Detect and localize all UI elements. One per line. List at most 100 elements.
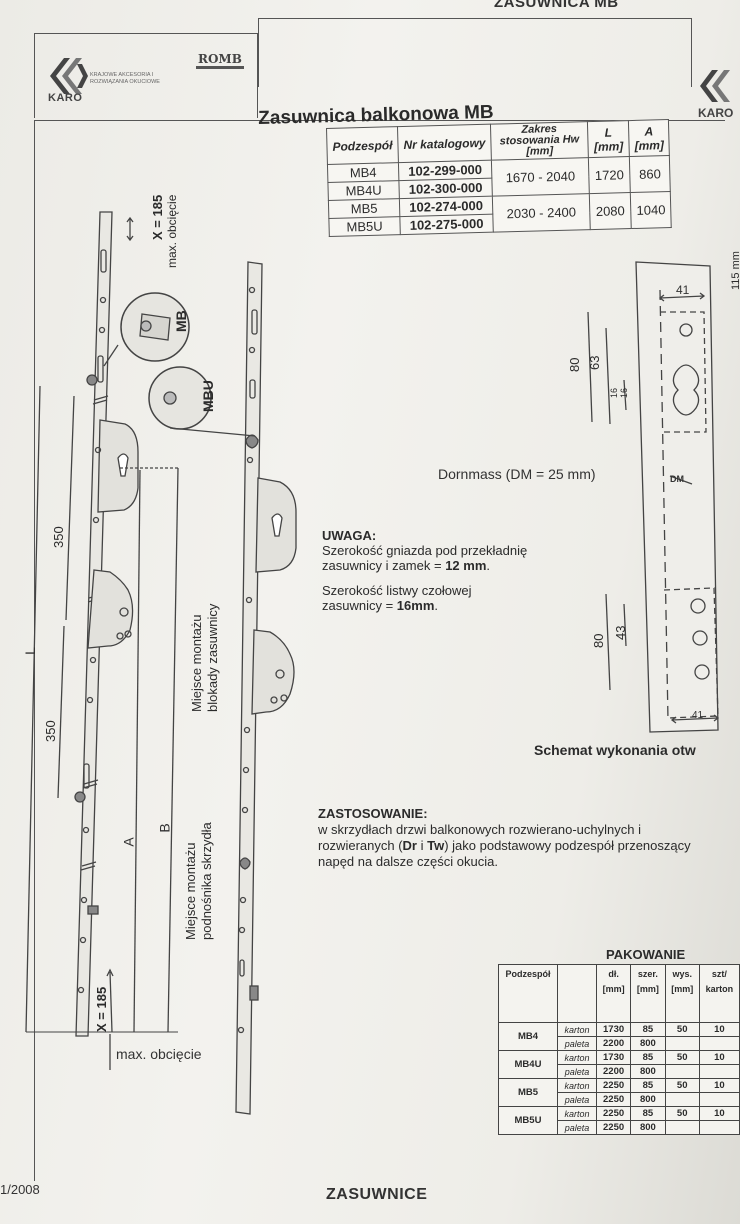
zastosowanie-t2: ) jako podstawowy podzespół przenoszący … [318,838,691,869]
pak-cell: 2250 [595,1106,632,1121]
uwaga-p1-value: 12 mm [445,558,487,573]
pak-cell-name: MB5U [498,1106,558,1135]
table-row: paleta 2200 800 [499,1064,740,1079]
pak-cell: karton [556,1078,597,1093]
pak-cell: 50 [664,1050,700,1065]
table-row: MB5 karton 2250 85 50 10 [498,1078,740,1107]
pak-cell: 2250 [595,1092,632,1107]
zastosowanie-note: ZASTOSOWANIE: w skrzydłach drzwi balkono… [318,806,718,870]
pak-cell: paleta [556,1120,597,1135]
pak-header-podzespol: Podzespół [498,964,558,1023]
pak-cell: 2250 [595,1120,632,1135]
schema-dm: DM [670,474,684,484]
zastosowanie-mid: i [416,838,428,853]
schema-edge-note: 115 mm [730,251,740,290]
pak-cell: 85 [630,1050,666,1065]
pak-cell: karton [556,1050,597,1065]
schema-dim-16b: 16 [619,387,629,398]
pakowanie-table: Podzespół dł. [mm] szer. [mm] wys. [mm] … [498,964,740,1135]
karo-word-right: KARO [698,106,734,120]
pak-cell: paleta [556,1092,597,1107]
table-row: MB4 karton 1730 85 50 10 [498,1022,740,1051]
pak-header-wys: wys. [mm] [664,964,700,1023]
uwaga-p2: Szerokość listwy czołowej zasuwnicy = 16… [322,583,522,613]
table-row: paleta 2250 800 [499,1092,740,1107]
schema-dim-63: 63 [587,355,602,370]
pakowanie-title: PAKOWANIE [606,947,686,962]
pak-cell: 2250 [595,1078,632,1093]
uwaga-note: UWAGA: Szerokość gniazda pod przekładnię… [322,528,582,623]
pak-cell: 10 [698,1022,740,1037]
page-header-title: ZASUWNICA MB [494,0,619,11]
pak-cell: paleta [556,1036,597,1051]
pak-cell [698,1064,740,1079]
uwaga-p2-end: . [434,598,438,613]
pak-cell [698,1092,740,1107]
pak-cell: 85 [630,1078,666,1093]
pak-cell: 50 [664,1078,700,1093]
pak-cell: 10 [698,1078,740,1093]
pak-cell: 50 [664,1022,700,1037]
header-frame-left [34,33,258,118]
pak-cell: 2200 [595,1036,632,1051]
uwaga-p1: Szerokość gniazda pod przekładnię zasuwn… [322,543,582,573]
schema-dim-41-top: 41 [676,283,690,297]
karo-tagline: KRAJOWE AKCESORIA I ROZWIĄZANIA OKUCIOWE [90,72,160,85]
schema-caption: Schemat wykonania otw [534,742,696,758]
karo-word: KARO [48,92,83,104]
uwaga-p1-text: Szerokość gniazda pod przekładnię zasuwn… [322,543,528,573]
uwaga-heading: UWAGA: [322,528,377,543]
pak-cell: 800 [630,1036,666,1051]
schema-dim-80-top: 80 [567,357,582,372]
pak-header-szer: szer. [mm] [630,964,666,1023]
dim-max-bottom: max. obcięcie [116,1046,202,1062]
zastosowanie-t1: w skrzydłach drzwi balkonowych rozwieran… [318,822,641,853]
pak-header-unit [556,964,597,1023]
pak-cell [664,1092,700,1107]
pak-cell: 85 [630,1106,666,1121]
pak-cell: 85 [630,1022,666,1037]
pak-cell: 1730 [595,1050,632,1065]
pak-cell-name: MB5 [498,1078,558,1107]
pak-cell [698,1036,740,1051]
uwaga-p2-text: Szerokość listwy czołowej zasuwnicy = [322,583,472,613]
pak-cell [664,1120,700,1135]
zastosowanie-heading: ZASTOSOWANIE: [318,806,428,821]
romb-logo: ROMB [196,52,244,69]
header-frame-mid [258,18,692,87]
pak-cell: karton [556,1106,597,1121]
pak-cell: karton [556,1022,597,1037]
pak-cell: 10 [698,1106,740,1121]
zastosowanie-text: w skrzydłach drzwi balkonowych rozwieran… [318,822,691,869]
pak-cell: 800 [630,1120,666,1135]
schema-dim-43: 43 [613,625,628,640]
pakowanie-header: Podzespół dł. [mm] szer. [mm] wys. [mm] … [498,964,740,1023]
karo-logo-icon [50,58,88,94]
uwaga-p2-value: 16mm [396,598,435,613]
bar-mbu [235,261,263,1115]
table-row: paleta 2200 800 [499,1036,740,1051]
footer-section: ZASUWNICE [326,1186,428,1203]
pak-cell: paleta [556,1064,597,1079]
pak-cell: 800 [630,1064,666,1079]
uwaga-p1-end: . [486,558,491,573]
table-row: MB5U karton 2250 85 50 10 [498,1106,740,1135]
dornmass-label: Dornmass (DM = 25 mm) [438,466,596,482]
pak-cell: 10 [698,1050,740,1065]
pak-cell: 2200 [595,1064,632,1079]
karo-logo [44,52,234,112]
pak-cell [664,1036,700,1051]
pak-cell: 800 [630,1092,666,1107]
table-row: MB4U karton 1730 85 50 10 [498,1050,740,1079]
zastosowanie-dr: Dr [402,838,417,853]
zastosowanie-tw: Tw [427,838,445,853]
pak-cell: 50 [664,1106,700,1121]
pak-cell [664,1064,700,1079]
pak-header-szt: szt/ karton [698,964,740,1023]
table-row: paleta 2250 800 [499,1120,740,1135]
pak-header-dl: dł. [mm] [595,964,632,1023]
pak-cell-name: MB4 [498,1022,558,1051]
